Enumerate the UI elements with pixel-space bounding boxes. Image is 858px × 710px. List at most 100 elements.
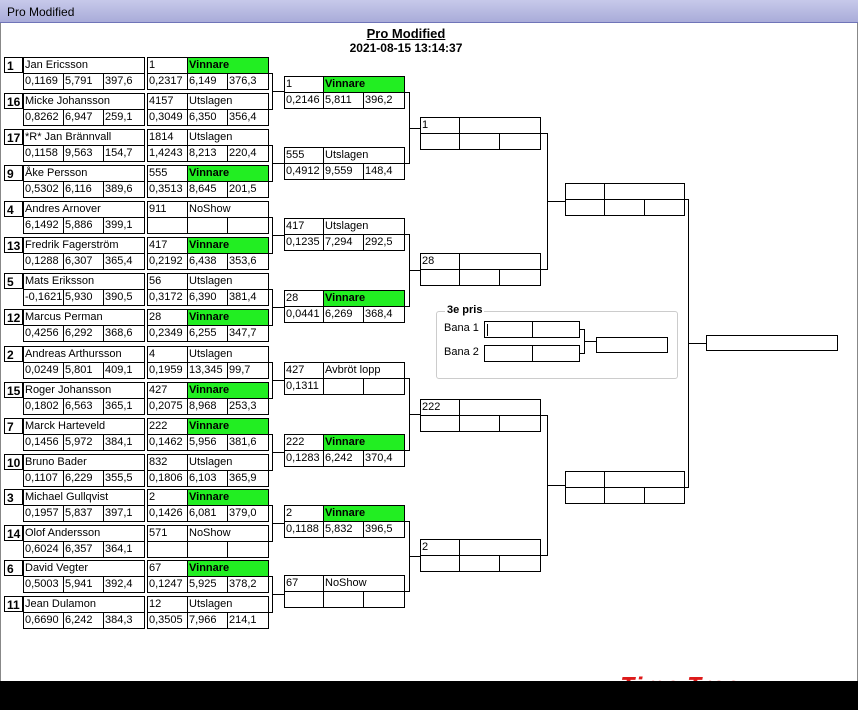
race-number: 832 xyxy=(147,454,188,471)
race-elapsed-time: 6,103 xyxy=(187,470,228,487)
race-speed xyxy=(499,415,541,432)
bracket-line xyxy=(409,556,420,557)
bracket-line xyxy=(405,234,410,235)
race-reaction-time: 0,2192 xyxy=(147,253,188,270)
reaction-time: 0,1158 xyxy=(23,145,64,162)
seed-number: 10 xyxy=(4,454,23,470)
bracket-header: Pro Modified 2021-08-15 13:14:37 xyxy=(1,26,811,55)
bracket-line xyxy=(272,235,284,236)
final-race-result xyxy=(604,183,685,200)
seed-number: 9 xyxy=(4,165,23,181)
race-result: Vinnare xyxy=(323,290,405,307)
race-speed: 214,1 xyxy=(227,612,269,629)
bracket-line xyxy=(269,217,273,218)
lane2-label: Bana 2 xyxy=(444,346,479,358)
race-elapsed-time: 8,968 xyxy=(187,398,228,415)
bracket-line xyxy=(269,253,273,254)
bracket-line xyxy=(269,362,273,363)
speed: 399,1 xyxy=(103,217,145,234)
champion-box xyxy=(706,335,838,351)
race-reaction-time: 0,1806 xyxy=(147,470,188,487)
race-elapsed-time: 8,645 xyxy=(187,181,228,198)
race-number: 1814 xyxy=(147,129,188,146)
race-number: 1 xyxy=(420,117,461,134)
race-result: Utslagen xyxy=(187,596,269,613)
bracket-line xyxy=(405,521,410,522)
driver-name: *R* Jan Brännvall xyxy=(23,129,145,146)
taskbar-strip xyxy=(0,681,858,710)
final-elapsed-time xyxy=(604,199,645,216)
speed: 389,6 xyxy=(103,181,145,198)
race-elapsed-time xyxy=(187,541,228,558)
bracket-line xyxy=(405,163,410,164)
race-reaction-time: 0,1247 xyxy=(147,576,188,593)
seed-number: 6 xyxy=(4,560,23,576)
race-elapsed-time xyxy=(459,269,500,286)
bracket-line xyxy=(405,306,410,307)
race-number: 12 xyxy=(147,596,188,613)
race-result: NoShow xyxy=(323,575,405,592)
seed-number: 16 xyxy=(4,93,23,109)
lane1-label: Bana 1 xyxy=(444,322,479,334)
final-race-number xyxy=(565,183,606,200)
race-reaction-time xyxy=(147,217,188,234)
race-result: Vinnare xyxy=(187,237,269,254)
final-reaction-time xyxy=(565,487,606,504)
speed: 355,5 xyxy=(103,470,145,487)
reaction-time: 0,5003 xyxy=(23,576,64,593)
reaction-time: 0,6690 xyxy=(23,612,64,629)
final-speed xyxy=(644,199,685,216)
driver-name: Michael Gullqvist xyxy=(23,489,145,506)
bracket-line xyxy=(269,73,273,74)
race-number: 56 xyxy=(147,273,188,290)
race-result: Vinnare xyxy=(187,489,269,506)
elapsed-time: 5,791 xyxy=(63,73,104,90)
driver-name: Åke Persson xyxy=(23,165,145,182)
elapsed-time: 5,886 xyxy=(63,217,104,234)
bracket-line xyxy=(547,485,565,486)
race-result: Vinnare xyxy=(187,309,269,326)
bracket-line xyxy=(272,163,284,164)
race-number: 427 xyxy=(284,362,325,379)
bracket-line xyxy=(269,145,273,146)
race-reaction-time: 0,0441 xyxy=(284,306,325,323)
speed: 409,1 xyxy=(103,362,145,379)
speed: 390,5 xyxy=(103,289,145,306)
race-speed: 353,6 xyxy=(227,253,269,270)
race-speed: 148,4 xyxy=(363,163,405,180)
race-result: Utslagen xyxy=(187,93,269,110)
race-elapsed-time xyxy=(459,415,500,432)
reaction-time: -0,1621 xyxy=(23,289,64,306)
race-result: Vinnare xyxy=(323,76,405,93)
bracket-line xyxy=(269,505,273,506)
race-number: 555 xyxy=(284,147,325,164)
race-elapsed-time xyxy=(323,591,364,608)
race-speed: 396,5 xyxy=(363,521,405,538)
elapsed-time: 5,801 xyxy=(63,362,104,379)
elapsed-time: 6,229 xyxy=(63,470,104,487)
seed-number: 1 xyxy=(4,57,23,73)
race-speed: 253,3 xyxy=(227,398,269,415)
speed: 259,1 xyxy=(103,109,145,126)
speed: 365,4 xyxy=(103,253,145,270)
bracket-line xyxy=(272,594,284,595)
speed: 397,1 xyxy=(103,505,145,522)
third-place-title: 3e pris xyxy=(445,304,485,316)
race-result xyxy=(459,539,541,556)
reaction-time: 0,1107 xyxy=(23,470,64,487)
race-elapsed-time: 5,832 xyxy=(323,521,364,538)
reaction-time: 0,1288 xyxy=(23,253,64,270)
bracket-line xyxy=(409,270,420,271)
bracket-line xyxy=(584,341,596,342)
window-titlebar[interactable]: Pro Modified xyxy=(0,0,858,23)
final-race-result xyxy=(604,471,685,488)
race-elapsed-time: 7,294 xyxy=(323,234,364,251)
race-number: 2 xyxy=(284,505,325,522)
reaction-time: 0,1802 xyxy=(23,398,64,415)
race-elapsed-time: 9,559 xyxy=(323,163,364,180)
race-elapsed-time: 7,966 xyxy=(187,612,228,629)
driver-name: Jan Ericsson xyxy=(23,57,145,74)
bracket-line xyxy=(688,343,706,344)
race-speed xyxy=(227,541,269,558)
third-place-winner xyxy=(596,337,668,353)
